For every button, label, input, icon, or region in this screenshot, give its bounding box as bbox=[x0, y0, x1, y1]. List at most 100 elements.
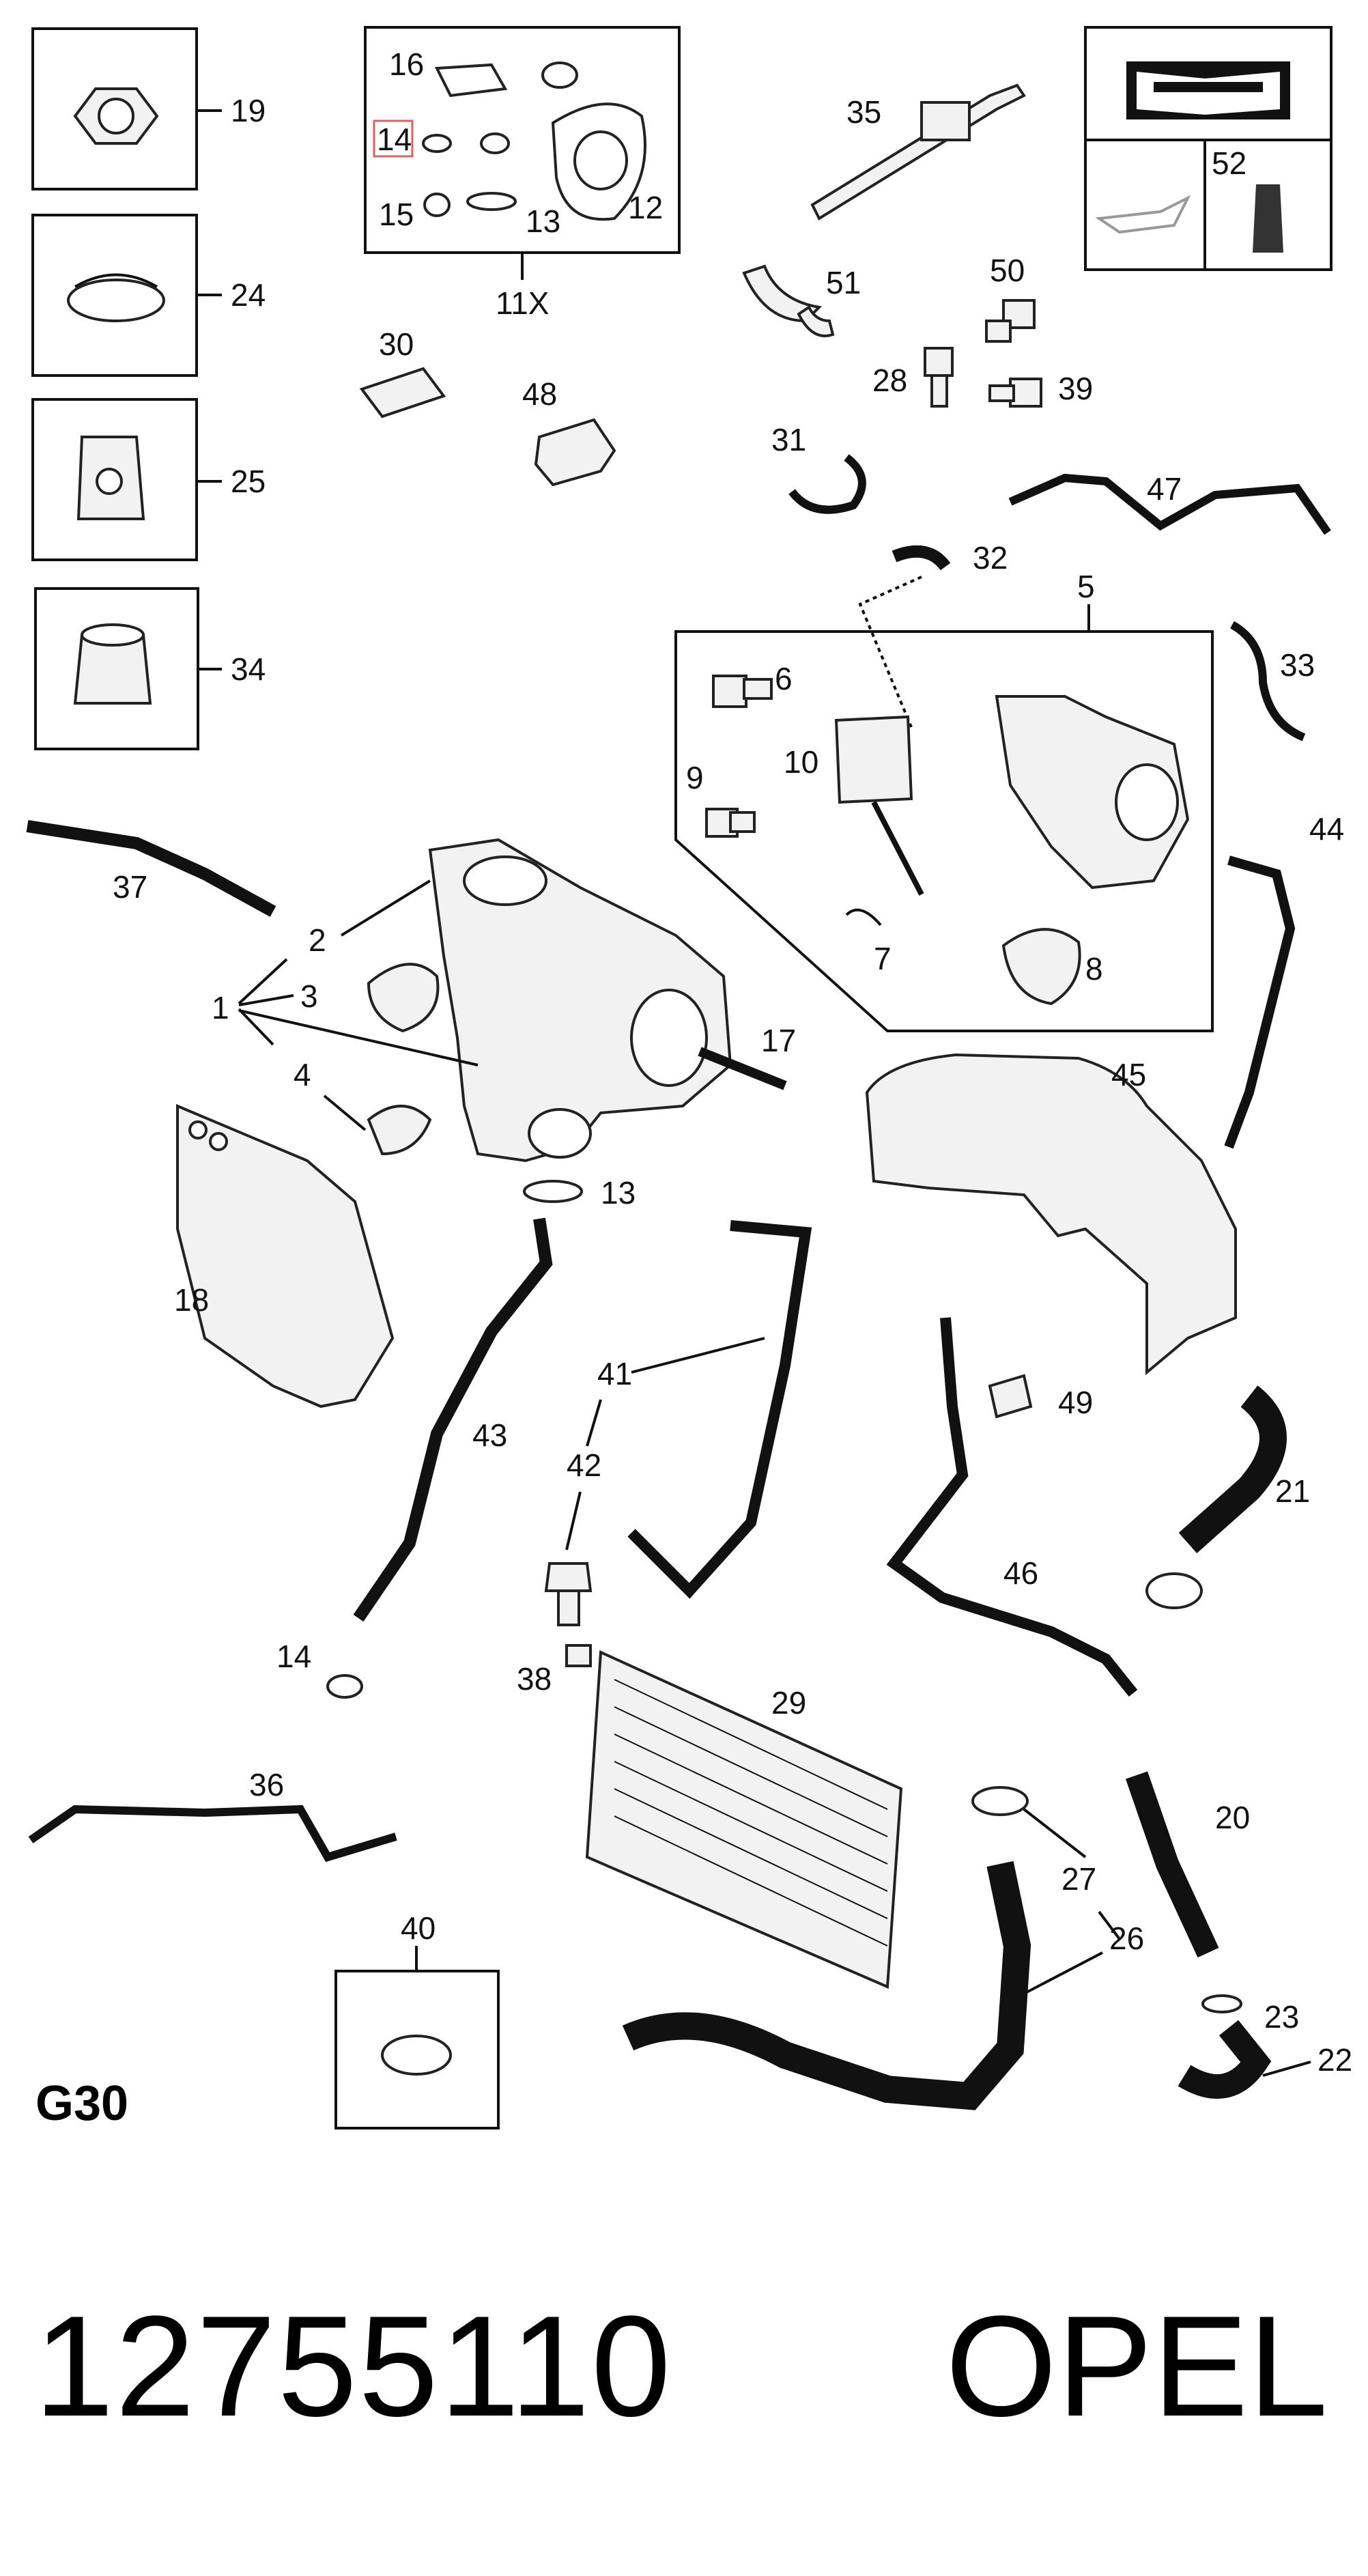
label-14: 14 bbox=[276, 1639, 311, 1674]
gasket-kit-box[interactable]: 16 14 15 13 12 11X bbox=[364, 26, 681, 321]
part-18[interactable]: 18 bbox=[174, 1103, 395, 1409]
label-38: 38 bbox=[517, 1661, 552, 1697]
part-35[interactable]: 35 bbox=[810, 83, 1026, 221]
label-10: 10 bbox=[784, 744, 818, 780]
part-23[interactable]: 23 bbox=[1201, 1994, 1299, 2035]
label-51: 51 bbox=[826, 265, 861, 300]
label-37: 37 bbox=[113, 869, 147, 905]
label-39: 39 bbox=[1058, 371, 1093, 406]
label-15: 15 bbox=[379, 197, 414, 232]
part-40-box[interactable]: 40 bbox=[334, 1910, 500, 2129]
brand-name: OPEL bbox=[945, 2286, 1328, 2446]
label-42: 42 bbox=[567, 1447, 601, 1483]
label-46: 46 bbox=[1003, 1555, 1038, 1591]
part-49[interactable]: 49 bbox=[988, 1374, 1093, 1420]
label-14-kit: 14 bbox=[377, 122, 412, 157]
label-18: 18 bbox=[174, 1282, 209, 1318]
part-36[interactable]: 36 bbox=[28, 1767, 397, 1863]
part-13[interactable]: 13 bbox=[523, 1175, 636, 1211]
label-25: 25 bbox=[231, 464, 266, 499]
label-12: 12 bbox=[628, 190, 663, 225]
label-9: 9 bbox=[686, 760, 704, 795]
label-21: 21 bbox=[1275, 1473, 1310, 1509]
manual-box[interactable]: 52 bbox=[1084, 26, 1333, 271]
label-6: 6 bbox=[775, 661, 793, 696]
part-37[interactable]: 37 bbox=[26, 820, 276, 917]
part-30[interactable]: 30 bbox=[359, 326, 446, 419]
label-34: 34 bbox=[231, 651, 266, 687]
part-42[interactable]: 42 bbox=[544, 1399, 602, 1626]
label-44: 44 bbox=[1309, 811, 1344, 847]
label-8: 8 bbox=[1085, 951, 1103, 987]
label-28: 28 bbox=[872, 363, 907, 398]
label-20: 20 bbox=[1215, 1800, 1250, 1835]
part-48[interactable]: 48 bbox=[522, 376, 616, 487]
part-33[interactable]: 33 bbox=[1229, 621, 1315, 741]
label-49: 49 bbox=[1058, 1385, 1093, 1420]
part-19-box[interactable]: 19 bbox=[31, 27, 266, 190]
label-5: 5 bbox=[1077, 569, 1095, 604]
label-3: 3 bbox=[300, 978, 318, 1014]
label-36: 36 bbox=[249, 1767, 284, 1802]
part-46[interactable]: 46 bbox=[886, 1317, 1138, 1697]
part-28[interactable]: 28 bbox=[872, 347, 954, 408]
label-13-kit: 13 bbox=[526, 203, 560, 239]
part-39[interactable]: 39 bbox=[988, 371, 1093, 408]
part-26[interactable]: 26 bbox=[622, 1860, 1144, 2110]
part-50[interactable]: 50 bbox=[985, 253, 1036, 343]
part-32[interactable]: 32 bbox=[892, 540, 1008, 576]
highlight-14 bbox=[373, 119, 414, 158]
label-27: 27 bbox=[1061, 1861, 1096, 1897]
label-13: 13 bbox=[601, 1175, 636, 1211]
label-4: 4 bbox=[294, 1057, 311, 1092]
sealant-bottle-icon bbox=[1253, 184, 1283, 253]
part-number: 12755110 bbox=[34, 2286, 672, 2446]
part-25-box[interactable]: 25 bbox=[31, 398, 266, 561]
part-5-box[interactable]: 5 6 9 10 7 8 bbox=[674, 569, 1214, 1032]
label-17: 17 bbox=[761, 1023, 796, 1058]
part-14[interactable]: 14 bbox=[276, 1639, 363, 1699]
part-41[interactable]: 41 bbox=[597, 1220, 812, 1599]
part-17[interactable]: 17 bbox=[698, 1023, 796, 1090]
group-code: G30 bbox=[35, 2076, 129, 2131]
part-45[interactable]: 45 bbox=[865, 1053, 1237, 1376]
label-35: 35 bbox=[846, 94, 881, 130]
part-1-turbocharger[interactable]: 1 2 3 4 bbox=[212, 838, 732, 1163]
label-23: 23 bbox=[1264, 1999, 1299, 2035]
oil-can-icon bbox=[1095, 195, 1191, 234]
part-44[interactable]: 44 bbox=[1224, 811, 1344, 1149]
label-31: 31 bbox=[771, 422, 806, 457]
label-22: 22 bbox=[1317, 2042, 1352, 2078]
label-32: 32 bbox=[973, 540, 1008, 576]
label-43: 43 bbox=[472, 1417, 507, 1453]
part-27[interactable]: 27 bbox=[971, 1786, 1096, 1897]
label-40: 40 bbox=[401, 1910, 436, 1946]
label-48: 48 bbox=[522, 376, 557, 412]
part-43[interactable]: 43 bbox=[353, 1217, 553, 1622]
part-34-box[interactable]: 34 bbox=[34, 587, 266, 750]
label-1: 1 bbox=[212, 990, 229, 1025]
part-31[interactable]: 31 bbox=[771, 422, 866, 514]
part-24-box[interactable]: 24 bbox=[31, 214, 266, 377]
label-41: 41 bbox=[597, 1356, 632, 1391]
part-20[interactable]: 20 bbox=[1125, 1771, 1250, 1958]
label-29: 29 bbox=[771, 1685, 806, 1721]
label-30: 30 bbox=[379, 326, 414, 362]
part-29[interactable]: 29 bbox=[585, 1650, 903, 1989]
label-7: 7 bbox=[874, 941, 892, 976]
part-47[interactable]: 47 bbox=[1008, 471, 1331, 535]
label-11x: 11X bbox=[496, 285, 549, 321]
part-51[interactable]: 51 bbox=[742, 264, 861, 337]
label-45: 45 bbox=[1111, 1057, 1146, 1092]
part-22[interactable]: 22 bbox=[1178, 2020, 1352, 2099]
part-38[interactable]: 38 bbox=[517, 1644, 592, 1697]
label-47: 47 bbox=[1147, 471, 1182, 507]
label-33: 33 bbox=[1280, 647, 1315, 683]
label-19: 19 bbox=[231, 93, 266, 128]
label-24: 24 bbox=[231, 277, 266, 313]
label-2: 2 bbox=[309, 922, 326, 958]
part-21[interactable]: 21 bbox=[1145, 1385, 1310, 1609]
label-16: 16 bbox=[389, 46, 424, 82]
